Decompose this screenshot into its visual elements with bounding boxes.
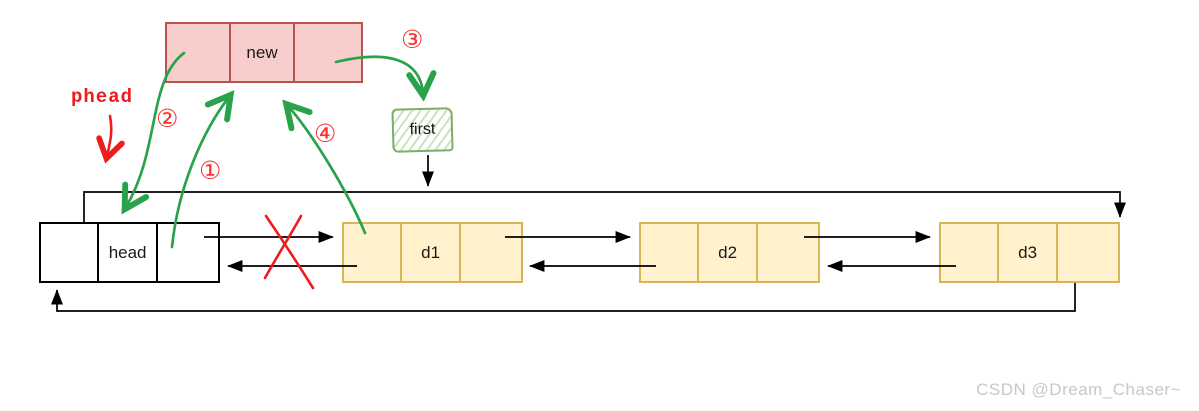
d1-next-cell	[461, 224, 521, 281]
watermark: CSDN @Dream_Chaser~	[976, 380, 1181, 399]
new-prev-cell	[167, 24, 232, 81]
step-4-label: ④	[314, 119, 337, 148]
cancel-cross	[263, 214, 315, 290]
node-d2: d2	[639, 222, 820, 283]
phead-arrow	[96, 114, 125, 164]
node-d1: d1	[342, 222, 523, 283]
first-variable-label: first	[409, 120, 436, 139]
d3-data-cell: d3	[999, 224, 1058, 281]
d2-data-cell: d2	[699, 224, 758, 281]
head-data-cell: head	[99, 224, 158, 281]
d1-prev-cell	[344, 224, 403, 281]
d3-prev-cell	[941, 224, 1000, 281]
first-variable-box: first	[391, 107, 454, 153]
node-d3: d3	[939, 222, 1120, 283]
d3-next-to-head-link	[51, 283, 1076, 312]
phead-pointer-label: phead	[71, 86, 134, 108]
head-prev-cell	[41, 224, 100, 281]
new-data-cell: new	[231, 24, 296, 81]
step-1-label: ①	[199, 156, 222, 185]
d1-node-label: d1	[421, 242, 441, 262]
head-next-cell	[158, 224, 218, 281]
node-head: head	[39, 222, 220, 283]
head-node-label: head	[108, 242, 147, 262]
head-prev-to-d3-link	[83, 191, 1126, 222]
node-new: new	[165, 22, 363, 83]
d2-node-label: d2	[718, 242, 738, 262]
cancel-cross-stroke-2	[263, 214, 303, 280]
d2-prev-cell	[641, 224, 700, 281]
step-3-label: ③	[401, 25, 424, 54]
d3-next-cell	[1058, 224, 1118, 281]
d3-node-label: d3	[1018, 242, 1038, 262]
d2-next-cell	[758, 224, 818, 281]
new-next-cell	[295, 24, 361, 81]
cancel-cross-stroke-1	[264, 214, 315, 290]
new-node-label: new	[246, 42, 278, 62]
d1-data-cell: d1	[402, 224, 461, 281]
step-2-label: ②	[156, 104, 179, 133]
